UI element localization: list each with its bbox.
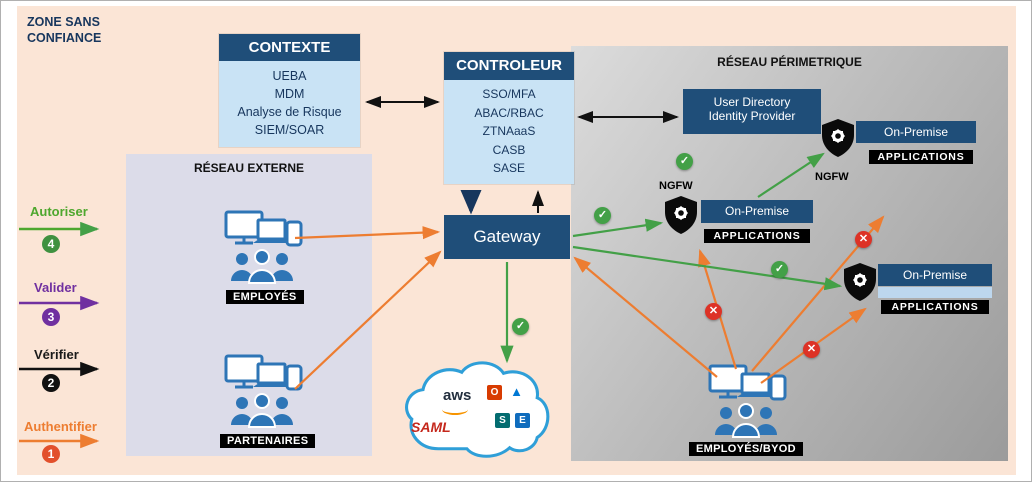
applications-label: APPLICATIONS — [704, 229, 810, 243]
identity-provider-line1: User Directory — [713, 95, 791, 109]
legend-step-2: 2 — [42, 374, 60, 392]
legend-step-1: 1 — [42, 445, 60, 463]
onpremise-box: On-Premise — [701, 200, 813, 223]
cloud-icon — [405, 361, 550, 458]
employes-group-icon — [214, 209, 310, 289]
reseau-perimetrique-title: RÉSEAU PÉRIMETRIQUE — [717, 55, 862, 69]
controleur-item: CASB — [492, 142, 526, 157]
cross-icon: ✕ — [855, 231, 872, 248]
ngfw-label: NGFW — [815, 171, 849, 183]
byod-label: EMPLOYÉS/BYOD — [689, 442, 803, 456]
aws-swoosh-icon — [442, 404, 468, 415]
reseau-externe-title: RÉSEAU EXTERNE — [193, 161, 305, 175]
legend-step-3: 3 — [42, 308, 60, 326]
contexte-body: UEBA MDM Analyse de Risque SIEM/SOAR — [219, 61, 360, 147]
controleur-item: ABAC/RBAC — [474, 105, 544, 120]
check-icon: ✓ — [771, 261, 788, 278]
contexte-item: Analyse de Risque — [237, 105, 342, 120]
ngfw-shield-icon — [664, 195, 698, 235]
onpremise-box: On-Premise — [856, 121, 976, 143]
check-icon: ✓ — [594, 207, 611, 224]
employes-label: EMPLOYÉS — [226, 290, 304, 304]
ngfw-shield-icon — [843, 262, 877, 302]
office-icon: O — [487, 385, 502, 400]
contexte-item: MDM — [274, 87, 305, 102]
controleur-item: SASE — [492, 161, 525, 176]
partenaires-group-icon — [214, 353, 310, 433]
identity-provider-line2: Identity Provider — [708, 109, 796, 123]
saml-logo: SAML — [411, 419, 451, 435]
azure-icon: ▲ — [510, 384, 523, 399]
gateway-box: Gateway — [444, 215, 570, 259]
controleur-panel: CONTROLEUR SSO/MFA ABAC/RBAC ZTNAaaS CAS… — [444, 52, 574, 184]
legend-step-4: 4 — [42, 235, 60, 253]
check-icon: ✓ — [676, 153, 693, 170]
cross-icon: ✕ — [803, 341, 820, 358]
contexte-item: SIEM/SOAR — [254, 123, 325, 138]
legend-authentifier-label: Authentifier — [24, 419, 97, 434]
controleur-item: ZTNAaaS — [482, 124, 536, 139]
cloud-saas: aws SAML O ▲ S E — [397, 357, 553, 463]
zone-title: ZONE SANS CONFIANCE — [27, 15, 102, 45]
applications-label: APPLICATIONS — [881, 300, 989, 314]
onpremise-box: On-Premise — [878, 264, 992, 286]
identity-provider-box: User Directory Identity Provider — [683, 89, 821, 134]
legend-valider-label: Valider — [34, 280, 77, 295]
onpremise-strip — [878, 287, 992, 298]
partenaires-label: PARTENAIRES — [220, 434, 316, 448]
controleur-title: CONTROLEUR — [444, 52, 574, 80]
sharepoint-icon: S — [495, 413, 510, 428]
ngfw-shield-icon — [821, 118, 855, 158]
contexte-title: CONTEXTE — [219, 34, 360, 61]
cross-icon: ✕ — [705, 303, 722, 320]
controleur-body: SSO/MFA ABAC/RBAC ZTNAaaS CASB SASE — [444, 80, 574, 184]
aws-logo: aws — [443, 387, 472, 404]
ngfw-label: NGFW — [659, 180, 693, 192]
legend-autoriser-label: Autoriser — [30, 204, 88, 219]
exchange-icon: E — [515, 413, 530, 428]
contexte-item: UEBA — [272, 69, 307, 83]
byod-group-icon — [698, 363, 794, 443]
check-icon: ✓ — [512, 318, 529, 335]
contexte-panel: CONTEXTE UEBA MDM Analyse de Risque SIEM… — [219, 34, 360, 147]
controleur-item: SSO/MFA — [482, 87, 536, 101]
legend-verifier-label: Vérifier — [34, 347, 79, 362]
applications-label: APPLICATIONS — [869, 150, 973, 164]
